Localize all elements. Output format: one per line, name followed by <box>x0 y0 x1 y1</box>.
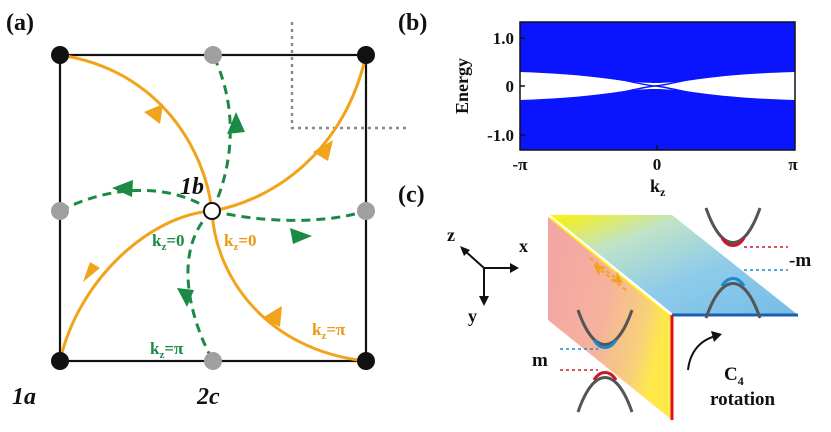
site-2c-left <box>51 202 69 220</box>
site-1a-bottom-left <box>51 352 69 370</box>
green-flow-to-top-mid <box>210 54 232 212</box>
mass-minus-label: -m <box>789 250 811 271</box>
wyckoff-sites <box>51 46 375 370</box>
y-tick-top: 1.0 <box>493 29 514 48</box>
orange-flow-to-bottom-left <box>58 209 213 362</box>
c4-label: C4 <box>724 364 744 388</box>
hinge-mode-arrow-up <box>593 264 627 291</box>
y-tick-bottom: -1.0 <box>487 126 514 145</box>
panel-c-label: (c) <box>398 182 425 208</box>
orange-arrow-icon <box>144 104 163 124</box>
x-tick-right: π <box>788 155 798 174</box>
label-kz0-green: kz=0 <box>152 231 185 253</box>
site-2c-bottom <box>204 352 222 370</box>
green-flow-to-left-mid <box>59 188 213 213</box>
label-1b: 1b <box>180 174 204 200</box>
side-face <box>548 215 672 420</box>
site-1a-bottom-right <box>357 352 375 370</box>
green-arrow-icon <box>177 288 194 307</box>
site-1a-top-left <box>51 46 69 64</box>
site-2c-top <box>204 46 222 64</box>
hinge-line <box>547 213 673 317</box>
rotation-label: rotation <box>710 389 776 410</box>
green-arrow-icon <box>112 180 133 197</box>
y-axis-title: Energy <box>452 58 472 114</box>
y-tick-mid: 0 <box>506 77 515 96</box>
orange-arrow-icon <box>313 140 333 161</box>
panel-b-label: (b) <box>398 10 427 36</box>
label-kzpi-orange: kz=π <box>312 320 346 342</box>
green-arrowheads <box>112 112 312 307</box>
x-axis-title: kz <box>650 176 666 199</box>
site-2c-right <box>357 202 375 220</box>
site-1b-center <box>203 202 221 220</box>
axis-y-label: y <box>468 306 477 326</box>
orange-flow-to-top-right <box>211 54 368 213</box>
mass-plus-label: m <box>532 350 548 371</box>
orange-arrow-icon <box>83 262 100 282</box>
orange-arrowheads <box>83 104 333 327</box>
mass-bands-top <box>704 207 788 319</box>
green-flow-to-right-mid <box>211 209 367 222</box>
top-face <box>548 215 798 315</box>
label-kz0-orange: kz=0 <box>224 231 257 253</box>
orange-flow-to-top-left <box>59 53 214 212</box>
orange-flow-lines <box>58 53 368 363</box>
coordinate-axes <box>463 249 514 300</box>
label-2c: 2c <box>196 384 220 410</box>
x-tick-left: -π <box>513 155 529 174</box>
band-plot <box>519 21 796 151</box>
orange-flow-to-bottom-right <box>210 210 367 363</box>
green-flow-lines <box>59 54 367 362</box>
irreducible-boundary <box>290 22 408 130</box>
upper-bulk-band <box>520 22 795 83</box>
axis-arrowheads <box>460 246 519 306</box>
x-tick-mid: 0 <box>653 155 662 174</box>
hinge-band-2 <box>559 69 751 103</box>
site-1a-top-right <box>357 46 375 64</box>
green-arrow-icon <box>227 112 245 134</box>
green-flow-to-bottom-mid <box>186 209 215 362</box>
rotation-arrow-icon <box>711 331 722 342</box>
axis-x-label: x <box>519 236 528 256</box>
green-arrow-icon <box>290 228 312 244</box>
axis-z-label: z <box>447 225 455 245</box>
mass-bands-side <box>560 309 634 413</box>
orange-arrow-icon <box>262 306 282 327</box>
panel-a-label: (a) <box>6 10 34 36</box>
rotation-arrow <box>687 335 717 371</box>
label-kzpi-green: kz=π <box>150 339 184 361</box>
lower-bulk-band <box>520 89 795 150</box>
label-1a: 1a <box>12 384 36 410</box>
